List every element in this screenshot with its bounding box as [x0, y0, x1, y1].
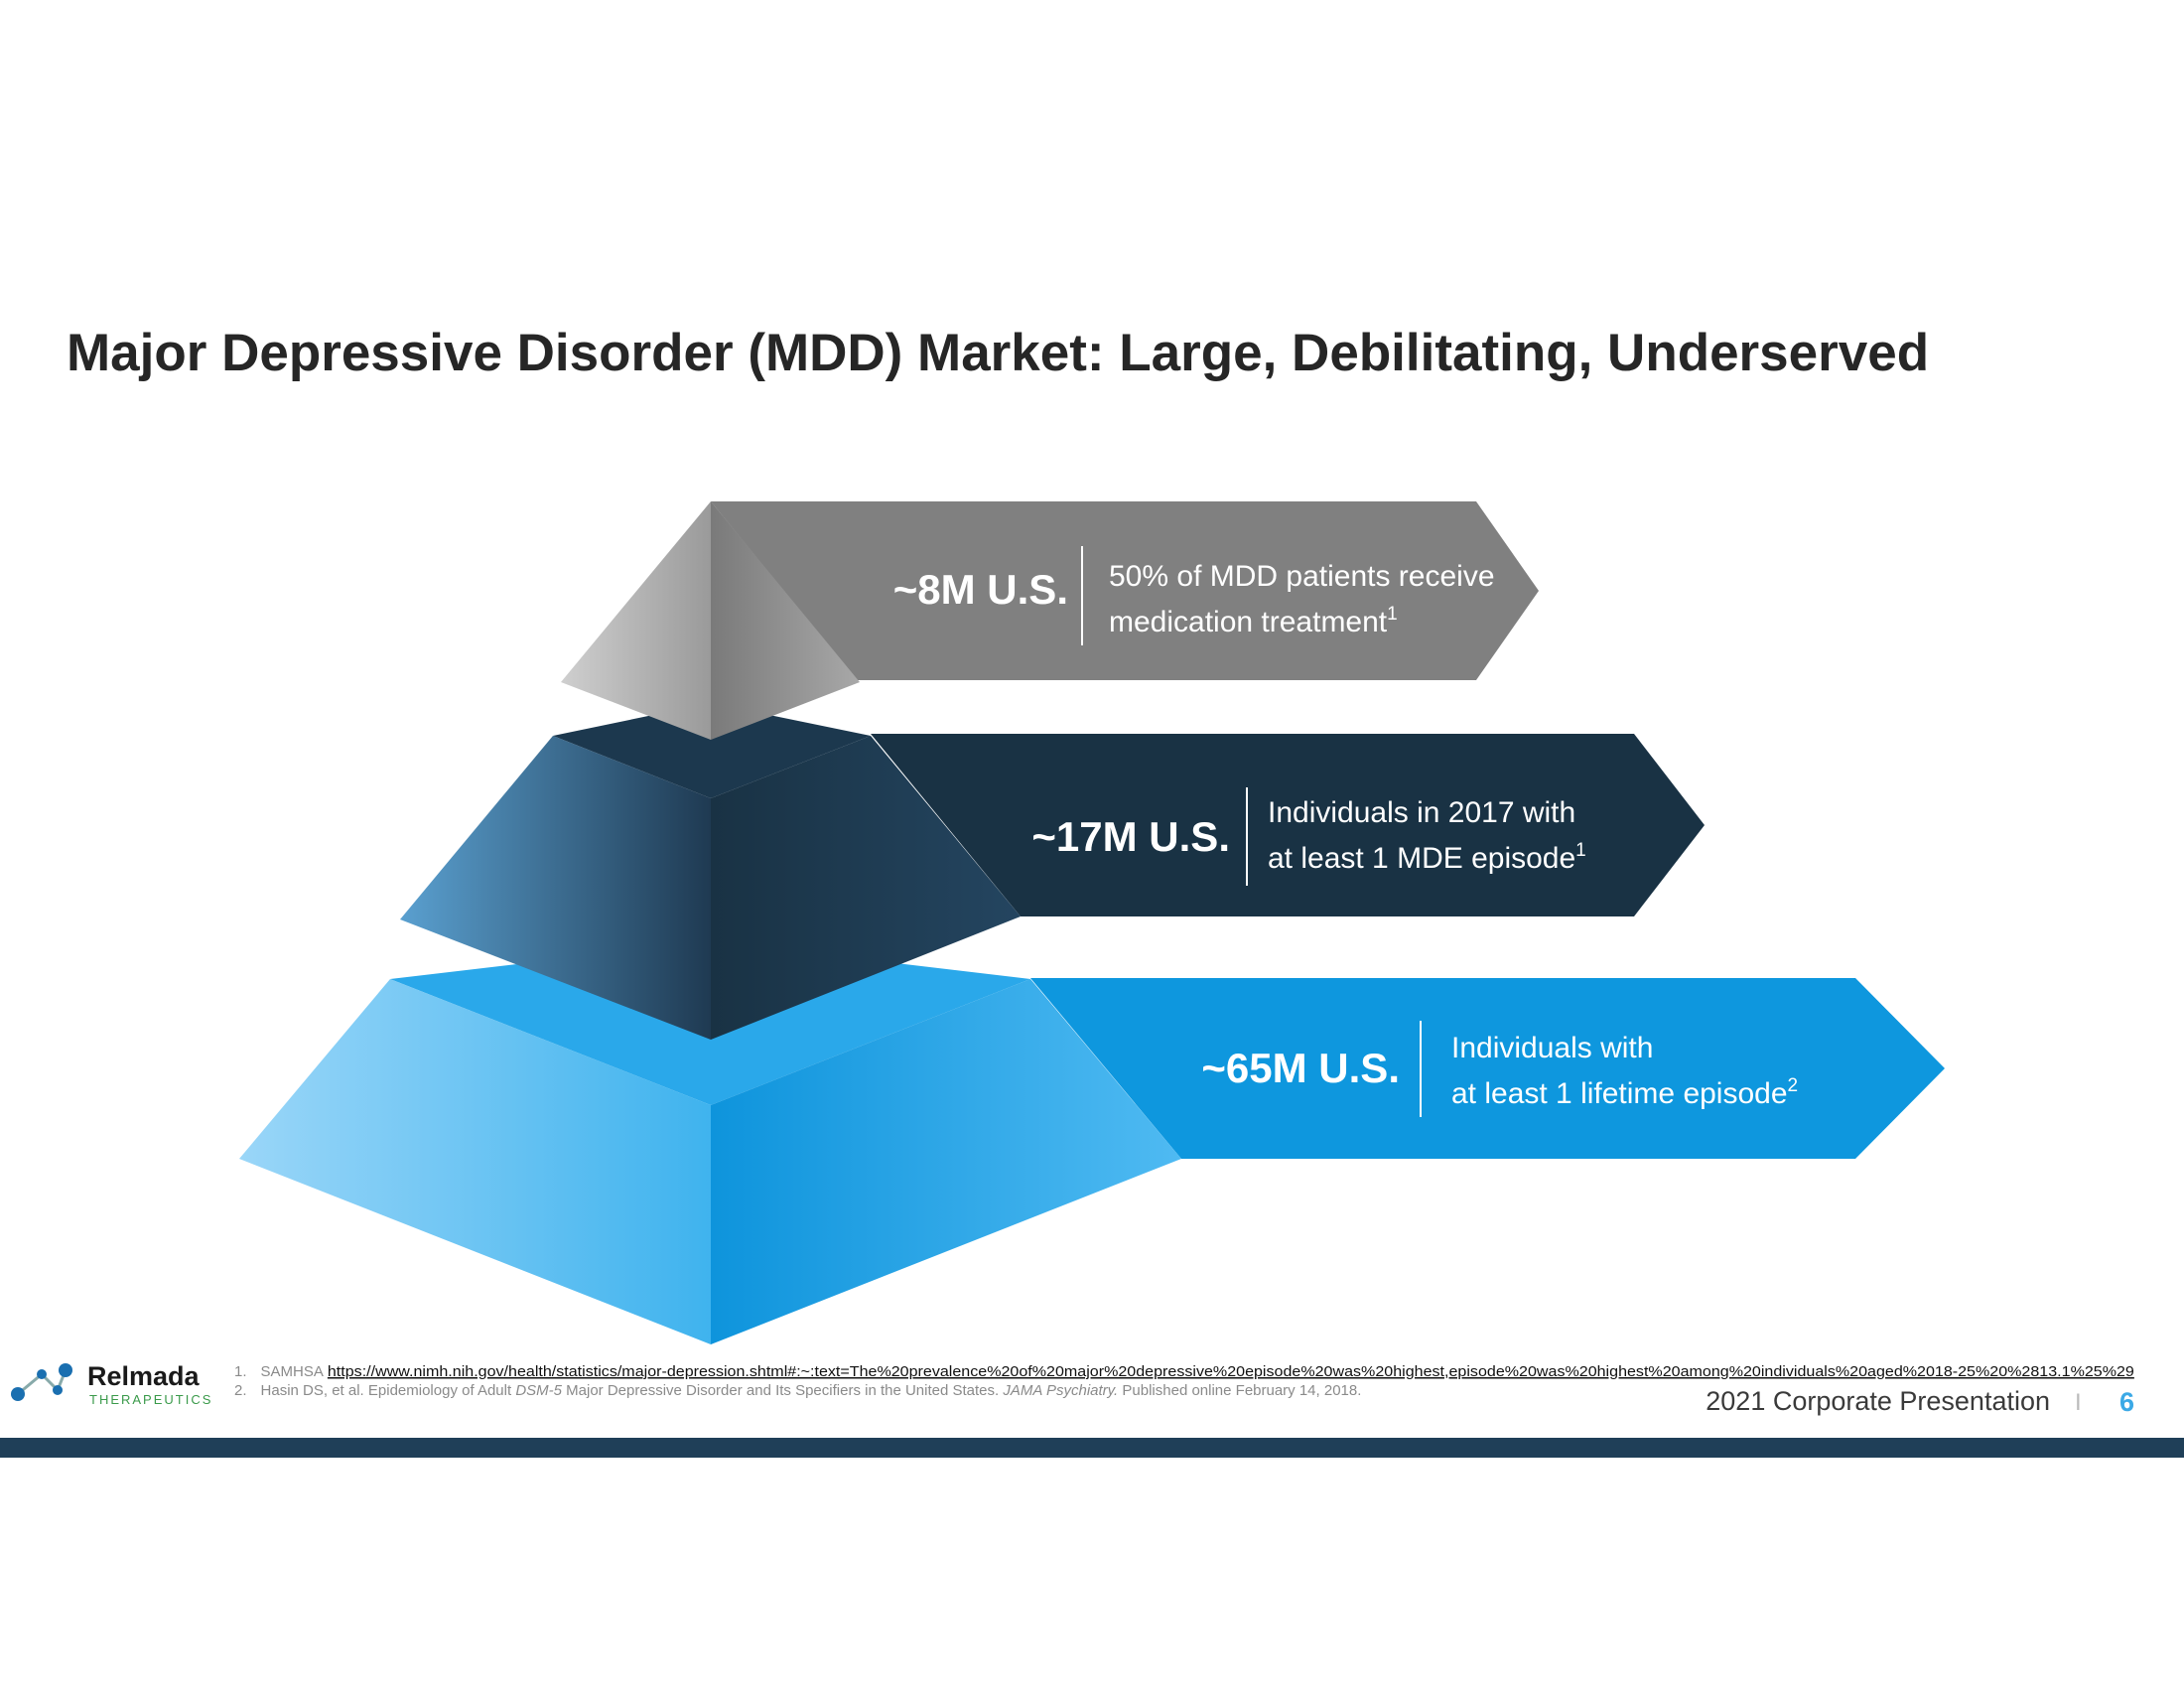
reference-2: 2.Hasin DS, et al. Epidemiology of Adult…: [234, 1382, 1361, 1399]
tier-bottom-desc-1: Individuals with: [1451, 1032, 1653, 1064]
tier-middle-value: ~17M U.S.: [1031, 813, 1230, 860]
separator: I: [2075, 1389, 2082, 1416]
footer-bar: [0, 1438, 2184, 1458]
tier-middle-banner: [871, 734, 1705, 916]
tier-top-value: ~8M U.S.: [893, 566, 1068, 613]
tier-bottom-desc-2: at least 1 lifetime episode2: [1451, 1075, 1798, 1110]
tier-top-desc-1: 50% of MDD patients receive: [1109, 560, 1495, 593]
page-title: Major Depressive Disorder (MDD) Market: …: [67, 324, 1929, 382]
pyramid-bottom: [239, 941, 1181, 1344]
tier-top-banner: [711, 501, 1539, 680]
tier-top-desc-2: medication treatment1: [1109, 604, 1398, 638]
svg-text:Relmada: Relmada: [87, 1361, 201, 1391]
tier-middle-desc-2: at least 1 MDE episode1: [1268, 840, 1586, 875]
tier-bottom-value: ~65M U.S.: [1201, 1045, 1400, 1091]
presentation-label: 2021 Corporate Presentation: [1706, 1386, 2050, 1416]
pyramid-top: [561, 501, 860, 740]
page-number: 6: [2119, 1387, 2134, 1417]
tier-bottom-banner: [1030, 978, 1945, 1159]
tier-middle-desc-1: Individuals in 2017 with: [1268, 796, 1575, 829]
svg-text:THERAPEUTICS: THERAPEUTICS: [89, 1392, 212, 1407]
pyramid-middle: [400, 703, 1021, 1040]
relmada-logo: Relmada THERAPEUTICS: [11, 1361, 212, 1407]
